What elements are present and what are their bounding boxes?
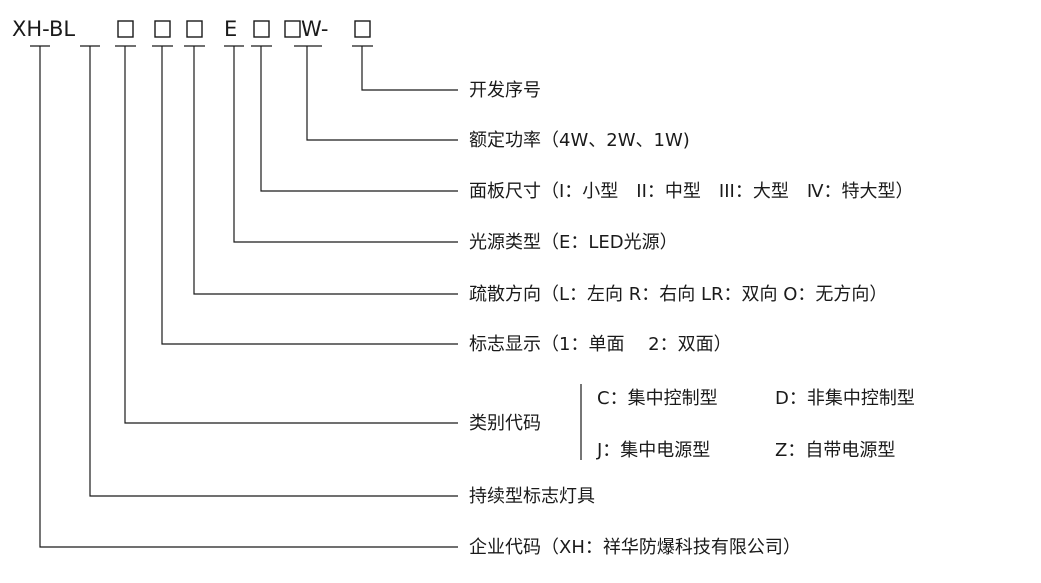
connector-direction [184,45,458,295]
legend-type: 持续型标志灯具 [469,486,595,507]
code-char-e: E [224,17,237,41]
legend-category: 类别代码 [469,413,541,434]
placeholder-box-category [117,20,134,38]
placeholder-box-panel [253,20,270,38]
placeholder-box-serial [354,20,371,38]
placeholder-box-display [154,20,171,38]
connector-category [115,45,458,424]
placeholder-box-power [284,20,301,38]
category-option-j: J：集中电源型 [596,440,710,461]
legend-panel: 面板尺寸（I：小型 II：中型 III：大型 Ⅳ：特大型） [469,181,913,202]
connector-panel [251,45,458,192]
legend-display: 标志显示（1：单面 2：双面） [469,334,732,355]
legend-company: 企业代码（XH：祥华防爆科技有限公司） [469,537,801,558]
category-option-z: Z：自带电源型 [775,440,895,461]
legend-light: 光源类型（E：LED光源） [469,232,678,253]
connector-display [152,45,458,345]
legend-direction: 疏散方向（L：左向 R：右向 LR：双向 O：无方向） [469,284,887,305]
connector-light [224,45,458,243]
connector-serial [352,45,458,91]
category-option-d: D：非集中控制型 [775,388,915,409]
connector-type [80,45,458,497]
connector-company [30,45,458,548]
code-prefix: XH-BL [12,17,75,41]
code-char-w: W- [301,17,329,41]
placeholder-box-direction [186,20,203,38]
connector-power [294,45,458,141]
category-option-c: C：集中控制型 [597,388,718,409]
legend-serial: 开发序号 [469,80,541,101]
legend-power: 额定功率（4W、2W、1W) [469,130,690,151]
